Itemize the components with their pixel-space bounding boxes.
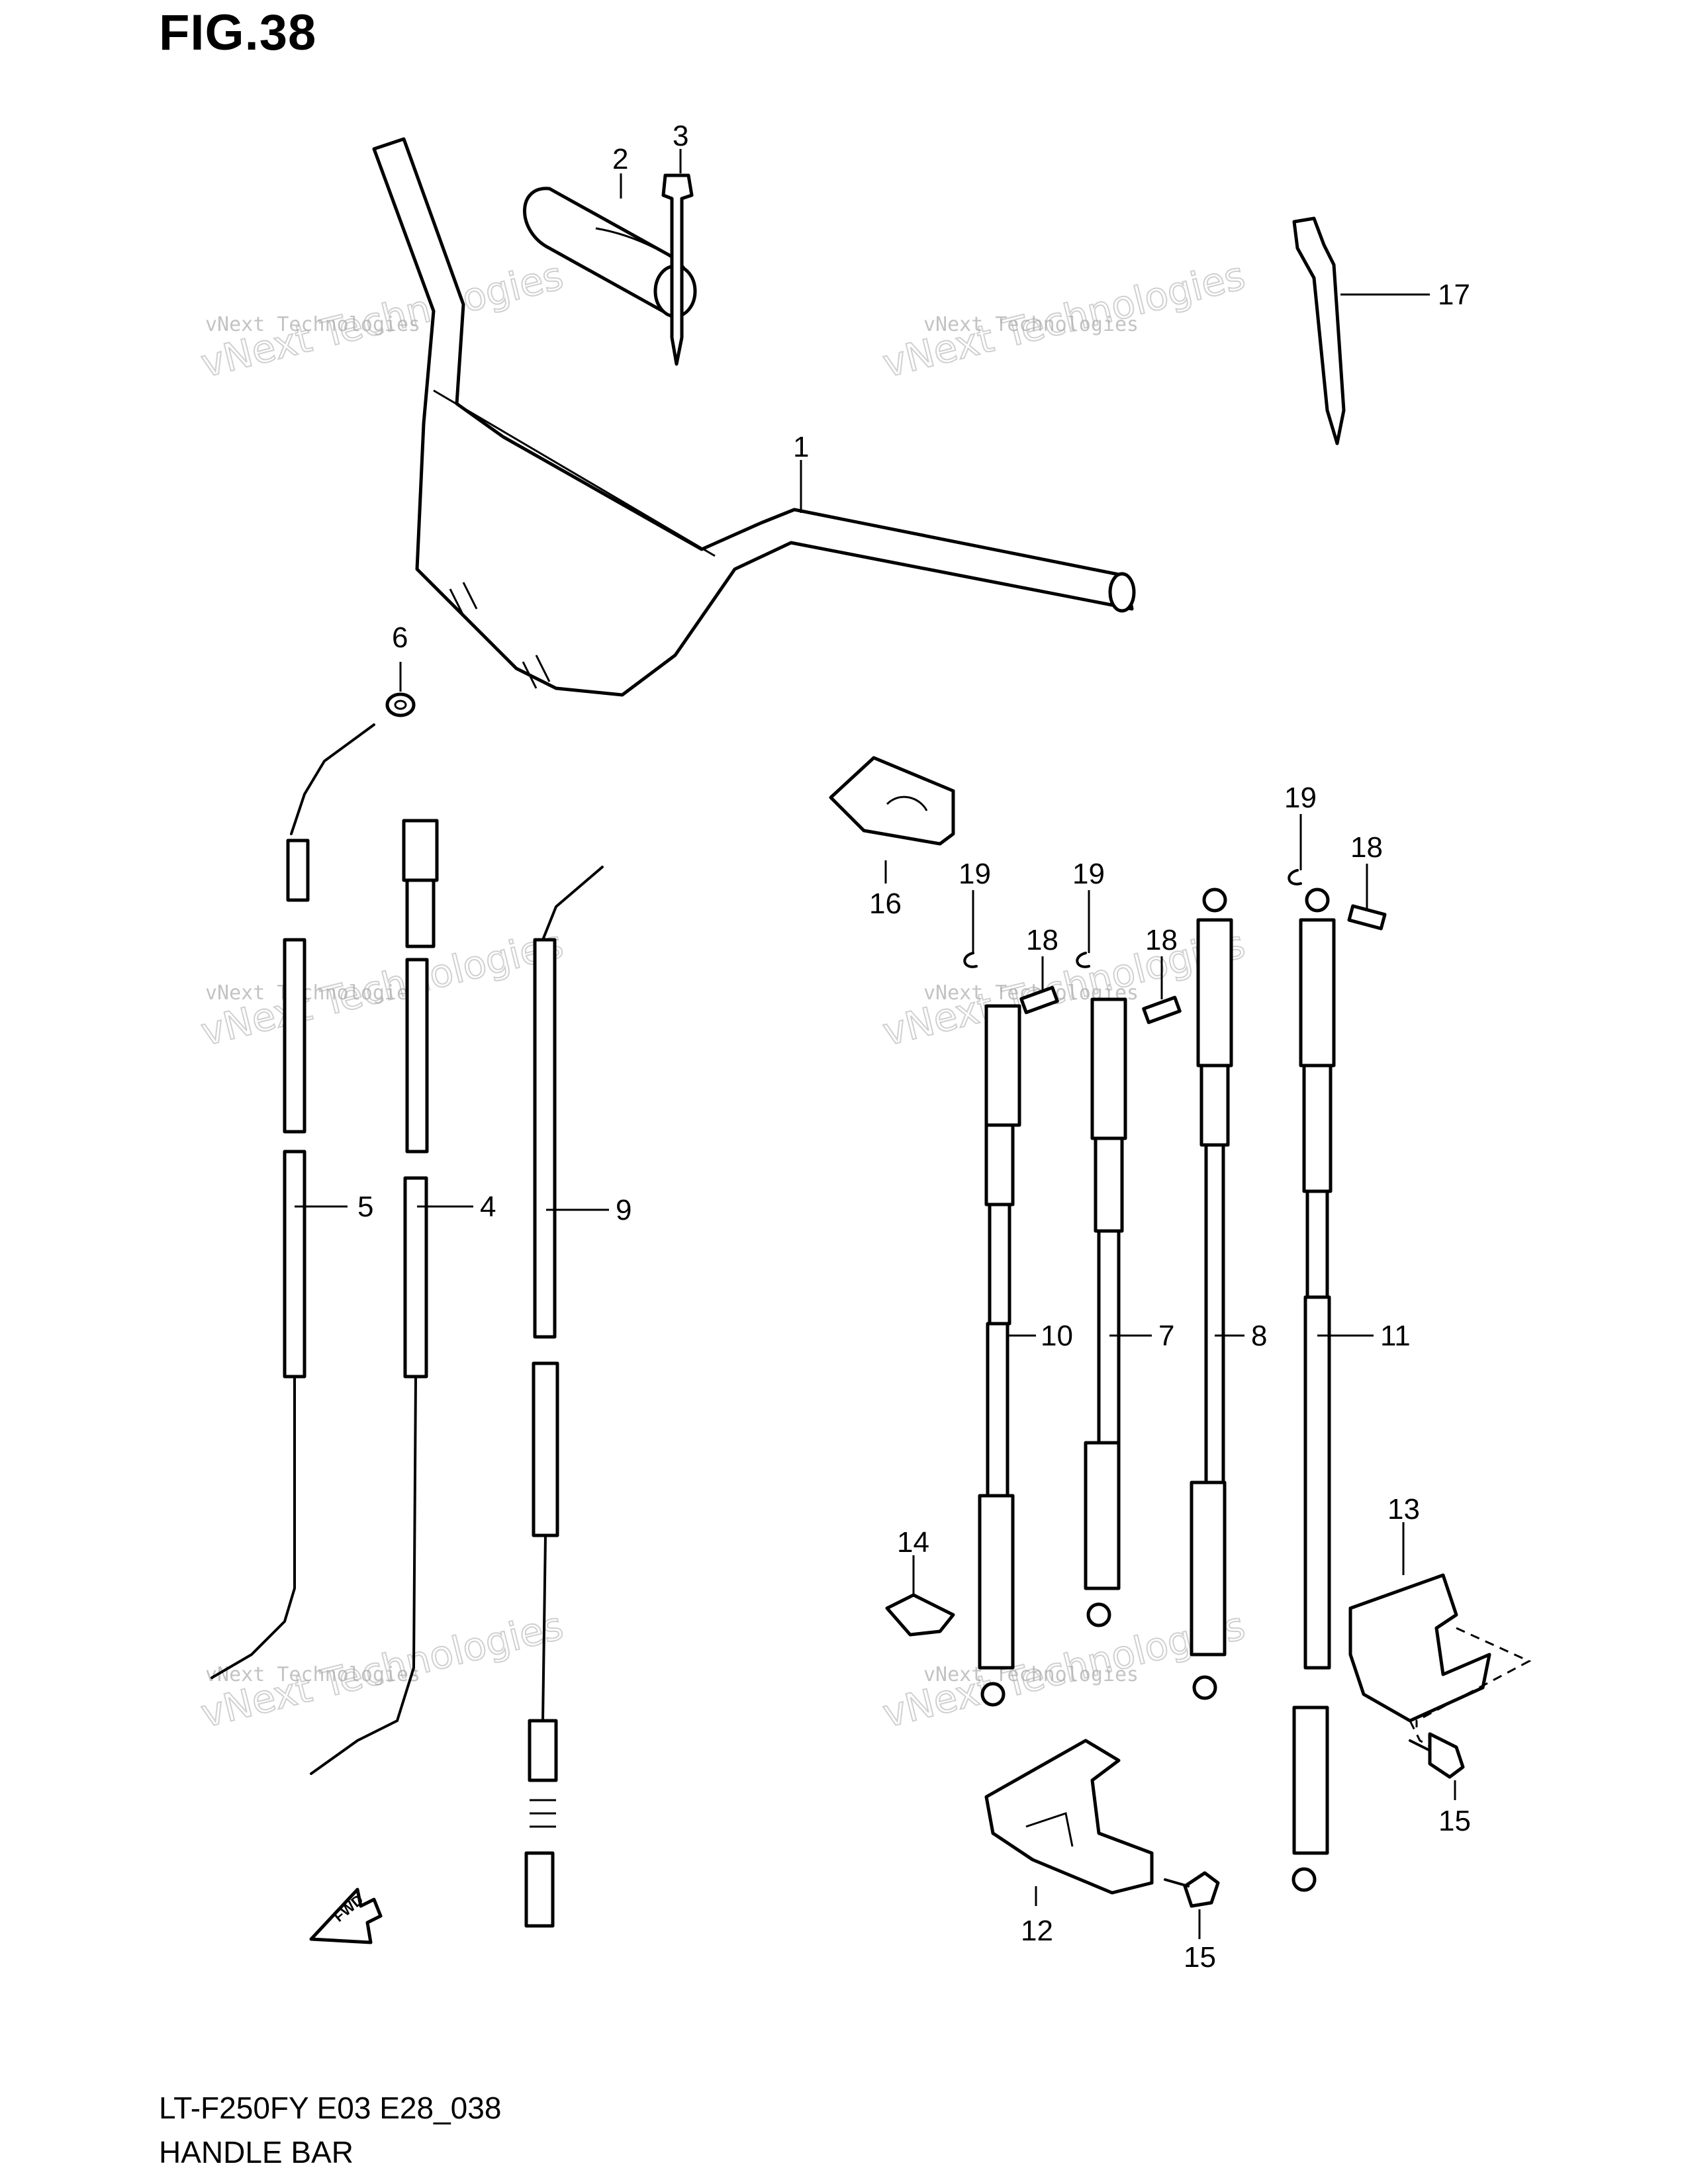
handlebar-part	[372, 137, 1136, 697]
callout-16: 16	[869, 887, 902, 920]
callout-12: 12	[1021, 1915, 1053, 1947]
leader-lines	[295, 149, 1456, 1939]
clip-19c-part	[1288, 869, 1302, 886]
figure-title: FIG.38	[159, 5, 317, 61]
bracket-16-part	[829, 756, 955, 846]
callout-4: 4	[480, 1191, 496, 1223]
callout-7: 7	[1158, 1320, 1174, 1352]
callout-18a: 18	[1026, 924, 1058, 956]
cable-7-part	[1084, 997, 1127, 1627]
bracket-13-part	[1348, 1573, 1532, 1755]
callout-6: 6	[392, 621, 408, 654]
watermark-1a: vNext Technologies	[205, 313, 420, 336]
callout-14: 14	[897, 1526, 929, 1559]
bolt-18c-part	[1347, 904, 1387, 931]
bolt-18b-part	[1142, 995, 1182, 1024]
callout-13: 13	[1387, 1493, 1420, 1525]
cable-11-part	[1291, 887, 1336, 1892]
bolt-15b-part	[1164, 1871, 1220, 1908]
callout-9: 9	[616, 1194, 632, 1226]
cable-10-part	[978, 1004, 1021, 1707]
callout-15b: 15	[1184, 1941, 1216, 1974]
callout-2: 2	[612, 143, 628, 175]
callout-8: 8	[1251, 1320, 1267, 1352]
callout-11: 11	[1380, 1320, 1411, 1352]
nut-part	[385, 692, 416, 717]
figure-caption: HANDLE BAR	[159, 2135, 353, 2169]
callout-1: 1	[793, 431, 809, 463]
callout-3: 3	[673, 120, 688, 152]
callout-18b: 18	[1145, 924, 1178, 956]
clip-19b-part	[1076, 952, 1090, 968]
watermark-5a: vNext Technologies	[205, 1663, 420, 1686]
bracket-12-part	[984, 1739, 1154, 1895]
clip-19a-part	[963, 952, 978, 968]
callout-numbers: 1 2 3 4 5 6 7 8 9 10 11 12 13 14 15 15 1…	[357, 120, 1471, 1974]
callout-10: 10	[1041, 1320, 1073, 1352]
watermark-2a: vNext Technologies	[923, 313, 1139, 336]
callout-15a: 15	[1438, 1805, 1471, 1837]
watermark-6a: vNext Technologies	[923, 1663, 1139, 1686]
callout-5: 5	[357, 1191, 373, 1223]
cable-8-part	[1190, 887, 1233, 1700]
cable-5-part	[211, 723, 375, 1679]
clip-14-part	[885, 1593, 955, 1637]
callout-19a: 19	[959, 858, 991, 890]
cable-tie-part	[1292, 216, 1346, 445]
watermark-3a: vNext Technologies	[205, 981, 420, 1005]
bolt-15a-part	[1409, 1732, 1465, 1779]
model-code: LT-F250FY E03 E28_038	[159, 2091, 502, 2125]
callout-19b: 19	[1072, 858, 1105, 890]
bolt-18a-part	[1019, 985, 1059, 1015]
small-cable-tie-part	[661, 173, 694, 366]
callout-19c: 19	[1284, 782, 1317, 814]
cable-9-part	[524, 866, 604, 1928]
callout-18c: 18	[1350, 831, 1383, 864]
cable-4-part	[310, 819, 439, 1775]
callout-17: 17	[1438, 279, 1470, 311]
fwd-arrow-icon: FWD	[309, 1888, 383, 1944]
